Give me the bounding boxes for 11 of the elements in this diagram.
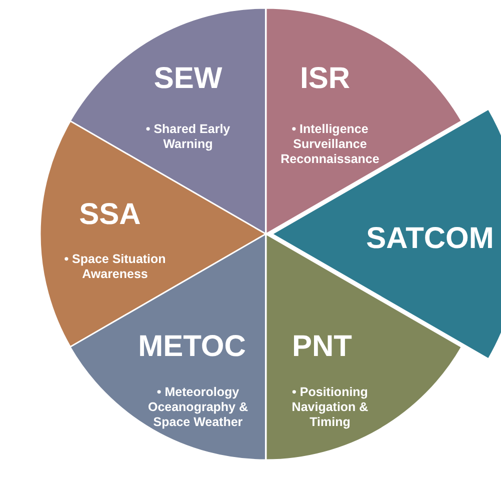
segment-description: • Intelligence Surveillance Reconnaissance [280,122,380,167]
segment-title: ISR [300,62,350,96]
segment-title: SEW [154,62,222,96]
segment-description: • Shared Early Warning [144,122,232,152]
segment-description: • Positioning Navigation & Timing [290,385,370,430]
segment-title: SSA [79,198,141,232]
segment-title: SATCOM [366,222,494,256]
segment-title: METOC [138,330,246,364]
segment-description: • Meteorology Oceanography & Space Weather [146,385,249,430]
segment-title: PNT [292,330,352,364]
segment-description: • Space Situation Awareness [63,252,167,282]
